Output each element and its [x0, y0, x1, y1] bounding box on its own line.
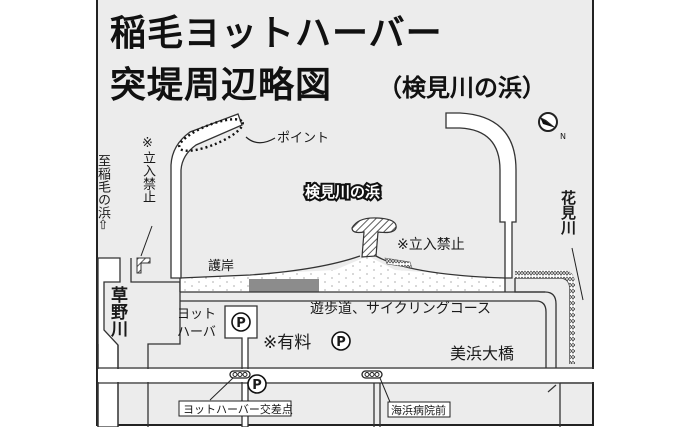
main-road — [97, 344, 594, 427]
no-entry-left-label: ※立入禁止 — [140, 136, 155, 203]
bridge-label: 美浜大橋 — [450, 344, 514, 363]
seawall-label: 護岸 — [208, 258, 234, 274]
svg-text:P: P — [252, 378, 262, 393]
point-label: ポイント — [277, 131, 329, 146]
traffic-signal-kaihin-hospital — [361, 370, 391, 403]
seawall-highlight — [249, 279, 319, 292]
title-line2: 突堤周辺略図 — [110, 65, 332, 106]
compass-label: N — [560, 132, 566, 141]
yacht-harbor-parking — [224, 305, 258, 427]
left-jetty — [170, 113, 276, 279]
parking-icon-harbor: P — [231, 312, 251, 332]
shore-area — [179, 255, 575, 364]
left-no-entry-structure — [136, 225, 153, 274]
svg-text:海浜病院前: 海浜病院前 — [391, 403, 446, 417]
title-subtitle: （検見川の浜） — [378, 74, 546, 102]
yacht-harbor-label-1: ヨット — [177, 307, 216, 322]
svg-text:P: P — [236, 316, 246, 331]
no-entry-center-label: ※立入禁止 — [397, 237, 465, 253]
yacht-harbor-label-2: ハーバ — [177, 325, 216, 340]
svg-text:P: P — [336, 335, 346, 350]
intersection-label-yacht-harbor: ヨットハーバー交差点 — [178, 400, 293, 417]
center-groin — [351, 217, 413, 269]
parking-icon-intersection: P — [247, 374, 267, 394]
kusano-river — [97, 257, 181, 427]
parking-icon-paid: P — [331, 331, 351, 351]
hanami-river-pointer — [571, 247, 584, 301]
right-jetty — [445, 112, 517, 279]
intersection-label-kaihin-hospital: 海浜病院前 — [387, 401, 451, 418]
beach-name-label: 検見川の浜 — [305, 183, 380, 201]
map-title: 稲毛ヨットハーバー 突堤周辺略図 （検見川の浜） — [110, 13, 546, 106]
to-inage-beach-label: 至稲毛の浜⇦ — [95, 154, 110, 230]
traffic-signal-yacht-harbor — [209, 370, 251, 401]
title-line1: 稲毛ヨットハーバー — [110, 13, 443, 54]
fishing-point-marker — [178, 118, 244, 152]
paid-parking-label: ※有料 — [263, 333, 311, 353]
hanami-river-label: 花見川 — [559, 190, 577, 235]
promenade-label: 遊歩道、サイクリングコース — [310, 301, 491, 317]
kusano-river-label: 草野川 — [107, 286, 127, 337]
north-arrow-icon: N — [538, 112, 566, 141]
svg-text:ヨットハーバー交差点: ヨットハーバー交差点 — [183, 402, 293, 416]
